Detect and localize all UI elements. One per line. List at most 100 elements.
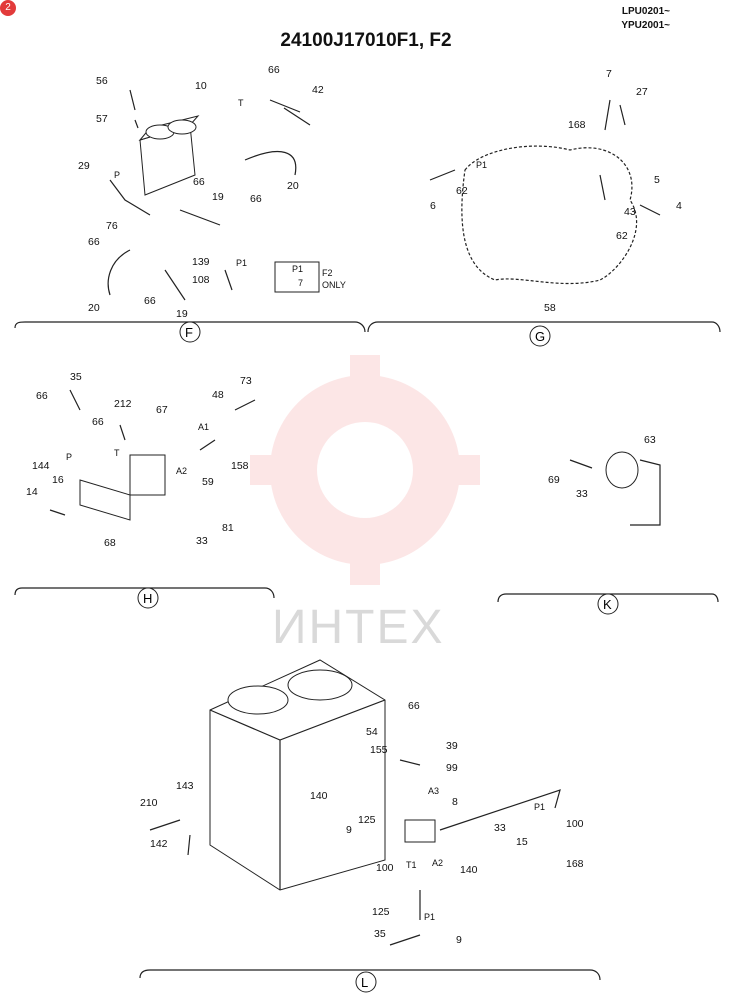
callout-f-66c: 66 xyxy=(250,193,262,205)
callout-f-66b: 66 xyxy=(193,176,205,188)
marker-p1-g: P1 xyxy=(476,160,488,170)
callout-g-6: 6 xyxy=(430,200,436,212)
callout-f-19b: 19 xyxy=(176,308,188,320)
callout-f-20b: 20 xyxy=(88,302,100,314)
page-title: 24100J17010F1, F2 xyxy=(280,30,452,51)
callout-f-57: 57 xyxy=(96,113,108,125)
page-badge: 2 xyxy=(0,0,16,16)
callout-h-66b: 66 xyxy=(92,416,104,428)
callout-l-9b: 9 xyxy=(456,934,462,946)
marker-t-h: T xyxy=(114,448,120,458)
callout-l-142: 142 xyxy=(150,838,168,850)
callout-l-100b: 100 xyxy=(376,862,394,874)
callout-h-158: 158 xyxy=(231,460,249,472)
callout-k-69: 69 xyxy=(548,474,560,486)
callout-g-43: 43 xyxy=(624,206,636,218)
marker-p1-l2: P1 xyxy=(424,912,436,922)
section-f-drawing: F xyxy=(14,89,366,343)
callout-g-27: 27 xyxy=(636,86,648,98)
serial-range-1: LPU0201~ xyxy=(621,6,670,17)
callout-l-168: 168 xyxy=(566,858,584,870)
callout-h-212: 212 xyxy=(114,398,132,410)
note-marker: P1 xyxy=(292,264,304,274)
section-g-drawing: G xyxy=(367,99,721,347)
callout-k-33: 33 xyxy=(576,488,588,500)
marker-t1-l: T1 xyxy=(406,860,417,870)
callout-f-139: 139 xyxy=(192,256,210,268)
callout-g-168: 168 xyxy=(568,119,586,131)
callout-g-5: 5 xyxy=(654,174,660,186)
callout-g-62a: 62 xyxy=(456,185,468,197)
callout-l-99: 99 xyxy=(446,762,458,774)
marker-p-h: P xyxy=(66,452,73,462)
callout-l-143: 143 xyxy=(176,780,194,792)
callout-f-19a: 19 xyxy=(212,191,224,203)
callout-h-73: 73 xyxy=(240,375,252,387)
callout-h-48: 48 xyxy=(212,389,224,401)
callout-l-140a: 140 xyxy=(310,790,328,802)
section-l-drawing: L xyxy=(139,659,601,993)
callout-h-16: 16 xyxy=(52,474,64,486)
section-label-h: H xyxy=(143,591,152,606)
callout-h-81: 81 xyxy=(222,522,234,534)
callout-f-56: 56 xyxy=(96,75,108,87)
callout-l-155: 155 xyxy=(370,744,388,756)
callout-f-20a: 20 xyxy=(287,180,299,192)
serial-range-2: YPU2001~ xyxy=(621,20,670,31)
marker-a3-l: A3 xyxy=(428,786,440,796)
callout-l-33: 33 xyxy=(494,822,506,834)
section-k-drawing: K xyxy=(497,451,719,615)
callout-h-68: 68 xyxy=(104,537,116,549)
callout-g-4: 4 xyxy=(676,200,682,212)
callout-f-42: 42 xyxy=(312,84,324,96)
callout-l-8: 8 xyxy=(452,796,458,808)
callout-l-140b: 140 xyxy=(460,864,478,876)
marker-p1-l: P1 xyxy=(534,802,546,812)
callout-l-125a: 125 xyxy=(358,814,376,826)
callout-g-58: 58 xyxy=(544,302,556,314)
callout-h-59: 59 xyxy=(202,476,214,488)
callout-l-54: 54 xyxy=(366,726,378,738)
callout-h-66a: 66 xyxy=(36,390,48,402)
callout-f-66d: 66 xyxy=(88,236,100,248)
callout-l-9a: 9 xyxy=(346,824,352,836)
callout-g-62b: 62 xyxy=(616,230,628,242)
section-label-g: G xyxy=(535,329,545,344)
marker-a2-l: A2 xyxy=(432,858,444,868)
callout-l-15: 15 xyxy=(516,836,528,848)
callout-h-33: 33 xyxy=(196,535,208,547)
marker-t-f: T xyxy=(238,98,244,108)
callout-l-66: 66 xyxy=(408,700,420,712)
callout-h-67: 67 xyxy=(156,404,168,416)
callout-l-39: 39 xyxy=(446,740,458,752)
note-part-number: 7 xyxy=(298,278,304,288)
marker-a2-h: A2 xyxy=(176,466,188,476)
callout-l-210: 210 xyxy=(140,797,158,809)
watermark-text: ИНТЕХ xyxy=(272,601,445,654)
callout-h-144: 144 xyxy=(32,460,50,472)
marker-a1-h: A1 xyxy=(198,422,210,432)
callout-l-35: 35 xyxy=(374,928,386,940)
note-f2: F2 xyxy=(322,268,333,278)
callout-g-7: 7 xyxy=(606,68,612,80)
callout-h-35: 35 xyxy=(70,371,82,383)
callout-f-66e: 66 xyxy=(144,295,156,307)
callout-l-100a: 100 xyxy=(566,818,584,830)
callout-h-14: 14 xyxy=(26,486,38,498)
callout-f-29: 29 xyxy=(78,160,90,172)
section-label-l: L xyxy=(361,975,368,990)
section-label-k: K xyxy=(603,597,612,612)
section-h-drawing: H xyxy=(14,389,275,609)
callout-f-66a: 66 xyxy=(268,64,280,76)
watermark-gear-icon xyxy=(250,355,480,585)
note-only: ONLY xyxy=(322,280,346,290)
marker-p-f: P xyxy=(114,170,121,180)
section-label-f: F xyxy=(185,325,193,340)
callout-f-108: 108 xyxy=(192,274,210,286)
callout-f-10: 10 xyxy=(195,80,207,92)
callout-k-63: 63 xyxy=(644,434,656,446)
marker-p1-f: P1 xyxy=(236,258,248,268)
callout-f-76: 76 xyxy=(106,220,118,232)
callout-l-125b: 125 xyxy=(372,906,390,918)
